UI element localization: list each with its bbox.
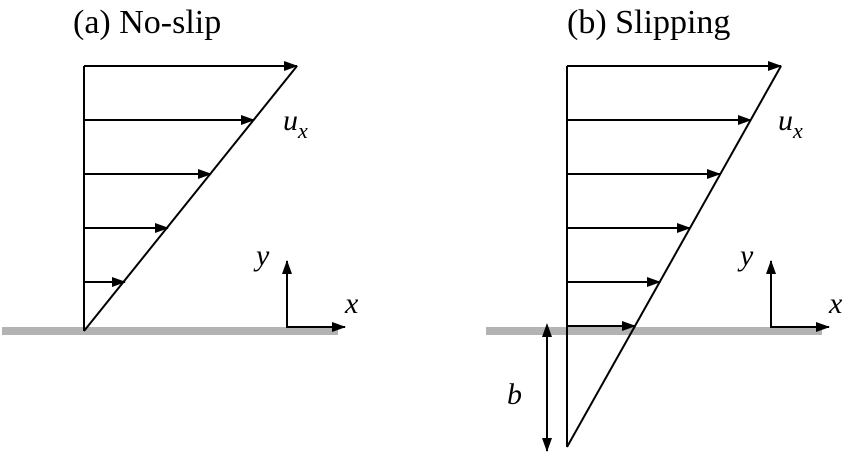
- panel-b-slip-length-label: b: [507, 378, 522, 411]
- panel-a-y-label: y: [253, 239, 270, 272]
- panel-a-x-label: x: [344, 287, 359, 320]
- panel-b-x-label: x: [828, 287, 843, 320]
- panel-b-y-label: y: [737, 239, 754, 272]
- panel-a-title: (a) No-slip: [73, 4, 221, 41]
- panel-a-velocity-profile-line: [83, 65, 298, 332]
- panel-b-title: (b) Slipping: [567, 4, 730, 41]
- panel-b: (b) Slipping ux y x b: [486, 4, 843, 452]
- panel-b-velocity-label: ux: [778, 104, 803, 143]
- panel-b-velocity-profile-line: [566, 65, 782, 448]
- panel-a-velocity-label: ux: [283, 104, 308, 143]
- panel-a: (a) No-slip ux y x: [2, 4, 359, 335]
